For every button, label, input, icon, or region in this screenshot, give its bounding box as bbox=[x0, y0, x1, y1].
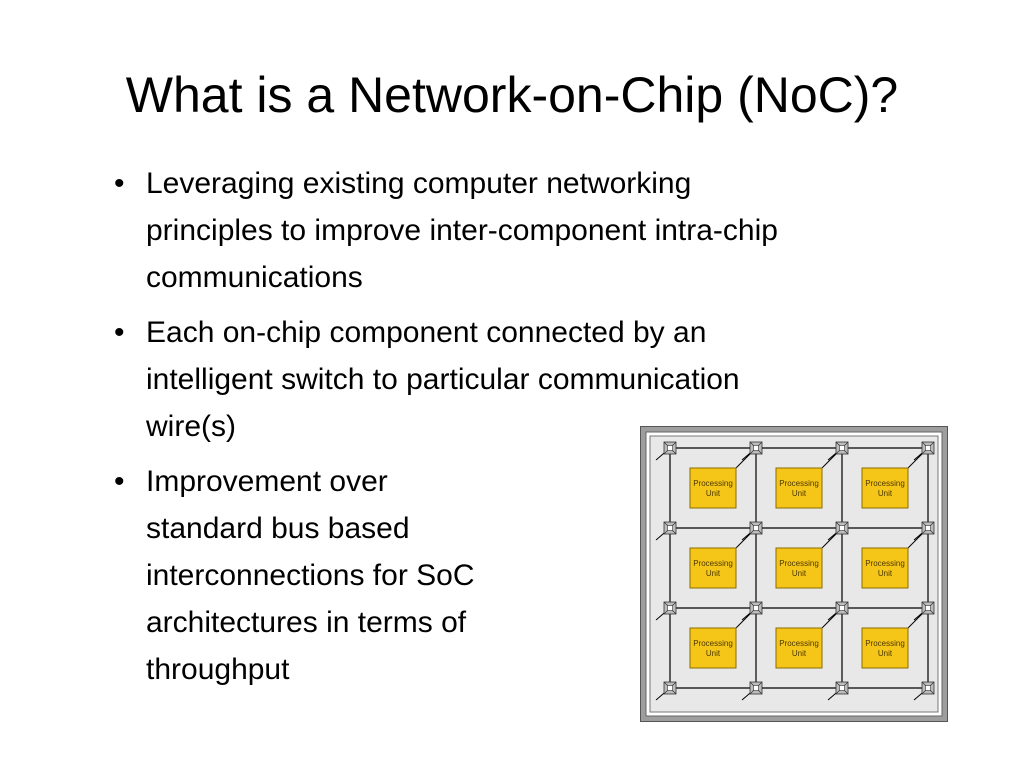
bullet-line: Improvement over bbox=[146, 465, 388, 498]
processing-unit bbox=[775, 547, 823, 589]
processing-unit bbox=[775, 467, 823, 509]
processing-unit bbox=[861, 467, 909, 509]
processing-unit bbox=[861, 547, 909, 589]
router-icon bbox=[835, 681, 849, 695]
bullet-line: architectures in terms of bbox=[146, 606, 467, 639]
processing-unit-label: Processing bbox=[693, 559, 733, 568]
bullet-item: • Improvement over standard bus based in… bbox=[114, 458, 556, 693]
processing-unit-label: Processing bbox=[779, 639, 819, 648]
processing-unit bbox=[689, 547, 737, 589]
processing-unit-label: Processing bbox=[779, 559, 819, 568]
processing-unit-label: Unit bbox=[878, 489, 893, 498]
processing-unit bbox=[689, 467, 737, 509]
router-icon bbox=[749, 441, 763, 455]
router-icon bbox=[921, 521, 935, 535]
processing-unit bbox=[689, 627, 737, 669]
bullet-item: • Leveraging existing computer networkin… bbox=[114, 160, 914, 301]
processing-unit-label: Processing bbox=[865, 479, 905, 488]
router-icon bbox=[749, 521, 763, 535]
router-icon bbox=[749, 601, 763, 615]
router-icon bbox=[663, 521, 677, 535]
router-icon bbox=[663, 681, 677, 695]
processing-unit-label: Processing bbox=[693, 639, 733, 648]
bullet-symbol: • bbox=[114, 465, 125, 498]
processing-unit-label: Unit bbox=[878, 569, 893, 578]
bullet-line: wire(s) bbox=[146, 410, 236, 443]
processing-unit bbox=[775, 627, 823, 669]
processing-unit-label: Unit bbox=[878, 649, 893, 658]
bullet-line: throughput bbox=[146, 653, 290, 686]
processing-unit-label: Unit bbox=[792, 489, 807, 498]
processing-unit-label: Unit bbox=[706, 489, 721, 498]
processing-unit-label: Processing bbox=[865, 639, 905, 648]
bullet-line: standard bus based bbox=[146, 512, 410, 545]
bullet-symbol: • bbox=[114, 167, 125, 200]
noc-diagram-svg: ProcessingUnitProcessingUnitProcessingUn… bbox=[640, 426, 948, 722]
router-icon bbox=[835, 441, 849, 455]
router-icon bbox=[835, 521, 849, 535]
bullet-line: intelligent switch to particular communi… bbox=[146, 363, 740, 396]
processing-unit bbox=[861, 627, 909, 669]
processing-unit-label: Processing bbox=[779, 479, 819, 488]
router-icon bbox=[749, 681, 763, 695]
processing-unit-label: Processing bbox=[693, 479, 733, 488]
processing-unit-label: Processing bbox=[865, 559, 905, 568]
processing-unit-label: Unit bbox=[706, 649, 721, 658]
bullet-line: principles to improve inter-component in… bbox=[146, 214, 778, 247]
processing-unit-label: Unit bbox=[792, 569, 807, 578]
bullet-list: • Leveraging existing computer networkin… bbox=[114, 160, 914, 701]
processing-unit-label: Unit bbox=[706, 569, 721, 578]
processing-unit-label: Unit bbox=[792, 649, 807, 658]
router-icon bbox=[663, 601, 677, 615]
router-icon bbox=[921, 601, 935, 615]
bullet-line: interconnections for SoC bbox=[146, 559, 475, 592]
bullet-line: Leveraging existing computer networking bbox=[146, 167, 692, 200]
router-icon bbox=[921, 441, 935, 455]
bullet-line: Each on-chip component connected by an bbox=[146, 316, 707, 349]
router-icon bbox=[663, 441, 677, 455]
bullet-symbol: • bbox=[114, 316, 125, 349]
bullet-line: communications bbox=[146, 261, 363, 294]
router-icon bbox=[835, 601, 849, 615]
slide-title: What is a Network-on-Chip (NoC)? bbox=[125, 67, 899, 123]
bullet-item: • Each on-chip component connected by an… bbox=[114, 309, 914, 450]
router-icon bbox=[921, 681, 935, 695]
